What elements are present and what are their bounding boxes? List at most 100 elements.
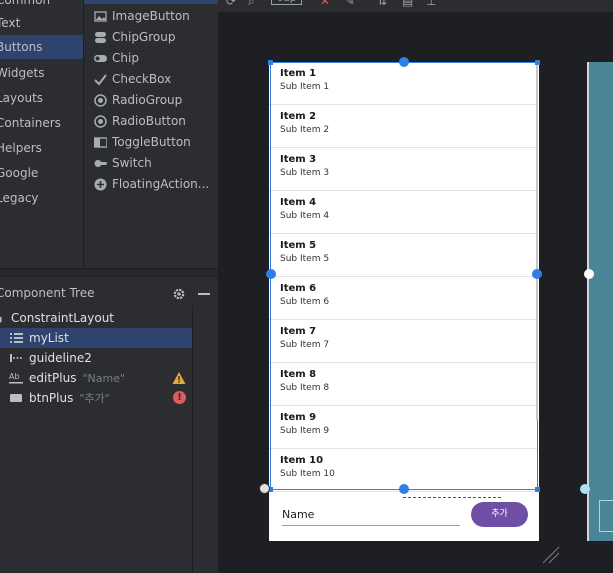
tree-node-editplus[interactable]: Ab editPlus "Name" <box>0 368 192 388</box>
category-label: Helpers <box>0 141 42 155</box>
palette-categories: Common Text Buttons Widgets Layouts Cont… <box>0 0 84 268</box>
panel-splitter[interactable] <box>0 268 218 277</box>
edit-name-field[interactable]: Name <box>282 505 460 526</box>
error-icon[interactable]: ! <box>173 391 186 404</box>
palette-item-label: RadioButton <box>112 114 186 128</box>
gear-icon[interactable] <box>172 286 186 305</box>
item-title: Item 4 <box>280 197 317 208</box>
text-field-icon: Ab <box>9 371 23 385</box>
category-common[interactable]: Common <box>0 0 83 12</box>
resize-handle[interactable] <box>268 487 273 492</box>
guideline-toggle-icon[interactable] <box>259 483 270 494</box>
category-label: Widgets <box>0 66 45 80</box>
list-item[interactable]: Item 4 Sub Item 4 <box>269 191 537 234</box>
resize-handle[interactable] <box>535 60 540 65</box>
item-subtitle: Sub Item 9 <box>280 426 330 436</box>
minimize-icon[interactable] <box>198 293 210 295</box>
category-label: Layouts <box>0 91 44 105</box>
resize-grip-icon[interactable] <box>541 545 561 565</box>
list-scrollbar[interactable] <box>536 64 538 420</box>
palette-item-label: FloatingAction... <box>112 177 210 191</box>
magnet-icon[interactable]: ⌕ <box>248 0 255 8</box>
tree-node-label: ConstraintLayout <box>11 311 115 325</box>
radio-button-icon <box>94 115 107 128</box>
tree-node-label: myList <box>29 331 69 345</box>
category-label: Legacy <box>0 191 39 205</box>
category-text[interactable]: Text <box>0 11 83 35</box>
component-tree-title: Component Tree <box>0 286 95 300</box>
category-widgets[interactable]: Widgets <box>0 61 83 85</box>
palette-item-radiogroup[interactable]: RadioGroup <box>84 90 218 111</box>
selected-item-edge <box>84 0 218 4</box>
button-icon <box>9 391 23 405</box>
list-item[interactable]: Item 8 Sub Item 8 <box>269 363 537 406</box>
category-containers[interactable]: Containers <box>0 111 83 135</box>
orientation-icon[interactable]: ⟳ <box>226 0 237 8</box>
guidelines-icon[interactable]: ⊥ <box>426 0 437 8</box>
blueprint-constraint-handle[interactable] <box>584 269 594 279</box>
chip-group-icon <box>94 31 107 44</box>
palette-item-chipgroup[interactable]: ChipGroup <box>84 27 218 48</box>
component-tree-header: Component Tree <box>0 282 218 306</box>
item-subtitle: Sub Item 3 <box>280 168 330 178</box>
constraint-handle-left[interactable] <box>266 269 276 279</box>
tree-node-guideline2[interactable]: guideline2 <box>0 348 192 368</box>
layout-icon: ▖ <box>0 313 5 323</box>
tree-node-label: editPlus <box>29 371 77 385</box>
resize-handle[interactable] <box>268 60 273 65</box>
list-icon <box>9 331 23 345</box>
palette-item-label: CheckBox <box>112 72 172 86</box>
image-icon <box>94 10 107 23</box>
infer-constraints-icon[interactable]: ✎ <box>345 0 356 8</box>
palette-item-imagebutton[interactable]: ImageButton <box>84 6 218 27</box>
guideline-icon <box>9 351 23 365</box>
item-title: Item 6 <box>280 283 317 294</box>
pack-icon[interactable]: ⇅ <box>377 0 388 8</box>
clear-constraints-icon[interactable]: ✕ <box>320 0 331 8</box>
warning-icon[interactable] <box>172 371 186 385</box>
constraint-handle-bottom[interactable] <box>399 484 409 494</box>
item-subtitle: Sub Item 4 <box>280 211 330 221</box>
tree-node-mylist[interactable]: myList <box>0 328 192 348</box>
constraint-handle-top[interactable] <box>399 57 409 67</box>
tree-node-root[interactable]: ▖ ConstraintLayout <box>0 308 192 328</box>
category-layouts[interactable]: Layouts <box>0 86 83 110</box>
blueprint-guideline-handle[interactable] <box>580 484 590 494</box>
default-margin-dropdown[interactable]: 0dp <box>271 0 303 5</box>
resize-handle[interactable] <box>535 487 540 492</box>
tree-node-btnplus[interactable]: btnPlus"추가" ! <box>0 388 192 408</box>
category-buttons[interactable]: Buttons <box>0 35 83 59</box>
palette-item-label: ChipGroup <box>112 30 176 44</box>
palette-item-label: Switch <box>112 156 152 170</box>
svg-text:Ab: Ab <box>9 372 20 381</box>
item-subtitle: Sub Item 8 <box>280 383 330 393</box>
align-icon[interactable]: ▤ <box>402 0 414 8</box>
palette-item-radiobutton[interactable]: RadioButton <box>84 111 218 132</box>
category-legacy[interactable]: Legacy <box>0 186 83 210</box>
tree-node-hint: "추가" <box>79 392 110 405</box>
tree-node-hint: "Name" <box>82 372 126 385</box>
guideline-line <box>403 497 501 499</box>
item-title: Item 8 <box>280 369 317 380</box>
item-title: Item 2 <box>280 111 317 122</box>
blueprint-button-outline <box>599 500 613 532</box>
add-button[interactable]: 추가 <box>471 502 528 527</box>
constraint-handle-right[interactable] <box>532 269 542 279</box>
tree-node-label: guideline2 <box>29 351 92 365</box>
category-helpers[interactable]: Helpers <box>0 136 83 160</box>
palette-item-switch[interactable]: Switch <box>84 153 218 174</box>
palette-item-checkbox[interactable]: CheckBox <box>84 69 218 90</box>
palette-item-togglebutton[interactable]: ToggleButton <box>84 132 218 153</box>
palette-item-chip[interactable]: Chip <box>84 48 218 69</box>
item-subtitle: Sub Item 1 <box>280 82 330 92</box>
palette-item-floatingaction[interactable]: FloatingAction... <box>84 174 218 195</box>
category-label: Buttons <box>0 40 43 54</box>
category-google[interactable]: Google <box>0 161 83 185</box>
